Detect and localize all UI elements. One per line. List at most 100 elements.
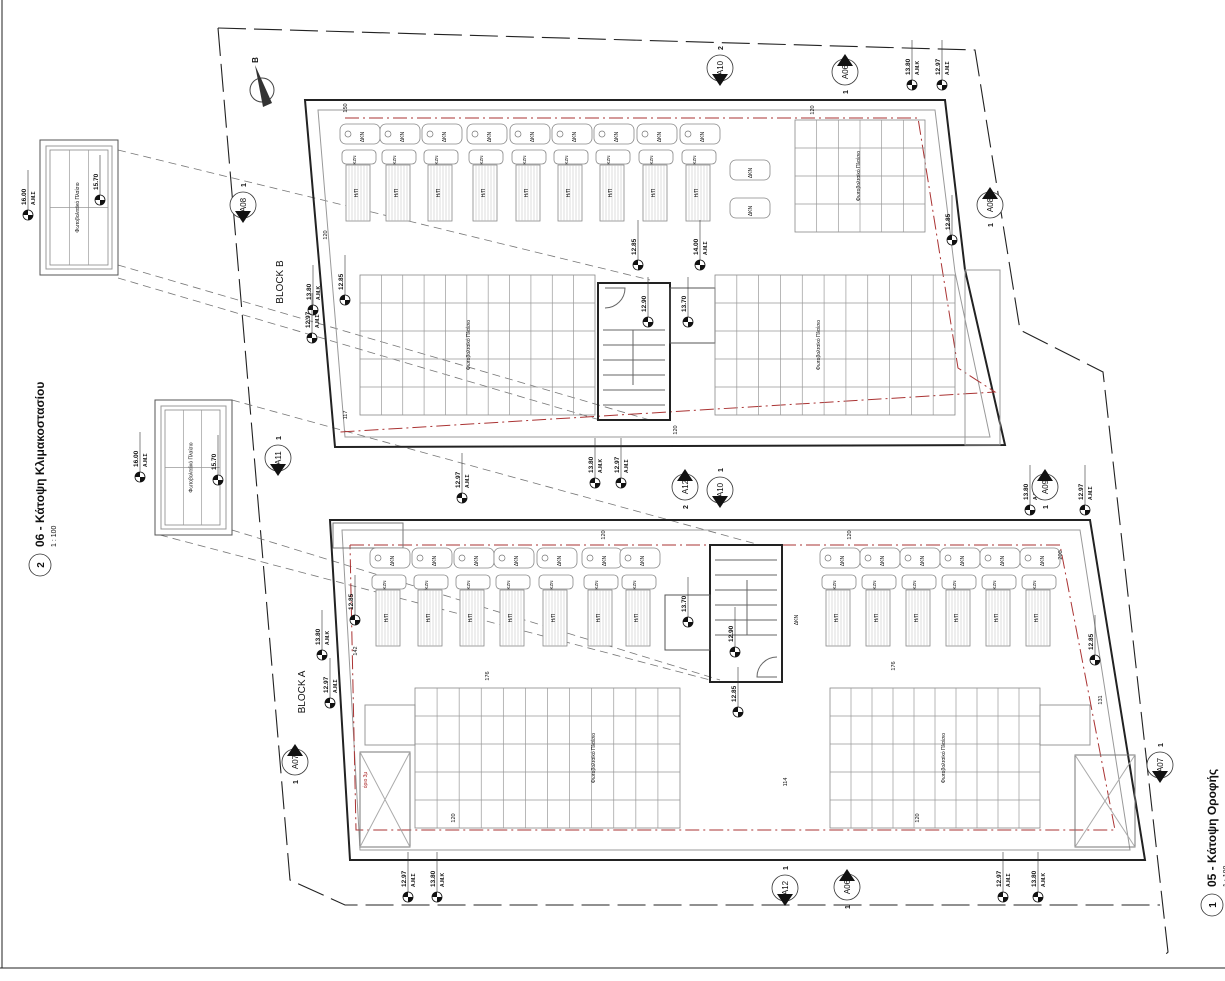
section-number: 2 (718, 46, 725, 50)
boiler-box (455, 574, 491, 590)
staircase-block-a (709, 544, 783, 683)
level-marker: 12.85 (1088, 615, 1101, 666)
tank-label: ΔΚΝ (530, 131, 536, 142)
tank-label: ΔΚΝ (840, 555, 846, 566)
view-number-circle (28, 553, 52, 577)
boiler-box (553, 149, 589, 165)
tank-unit: ΔΚΝ (729, 159, 771, 181)
solar-label: Η/Π (566, 188, 572, 197)
north-arrow-icon (249, 65, 275, 107)
tank-circle (904, 554, 912, 562)
dimension-value: 120 (451, 813, 457, 822)
dimension-value: 200 (1058, 550, 1064, 559)
section-marker[interactable]: A08 1 (229, 183, 257, 223)
level-label: Α.Μ.Σ (1088, 486, 1094, 500)
tank-label: ΔΚΝ (602, 555, 608, 566)
view-title: 06 - Κάτοψη Κλιμακοστασίου (33, 382, 47, 547)
level-value: 13.80 (1031, 870, 1038, 887)
tank-label: ΔΚΝ (557, 555, 563, 566)
level-symbol-fill (213, 475, 223, 485)
level-symbol-fill (683, 617, 693, 627)
level-symbol-fill (733, 707, 743, 717)
level-value: 12.97 (1078, 483, 1085, 500)
tank-circle (498, 554, 506, 562)
tank-label: ΔΚΝ (748, 167, 754, 178)
door-swing (756, 656, 778, 678)
tank-label: ΔΚΝ (400, 131, 406, 142)
block-a-void-left (359, 751, 411, 848)
solar-label: Η/Π (394, 188, 400, 197)
view-number-circle (1200, 893, 1224, 917)
section-ref: A06 (843, 879, 852, 894)
level-value: 12.97 (935, 58, 942, 75)
section-ref: A08 (239, 197, 248, 212)
tank-label: ΔΚΝ (360, 131, 366, 142)
solar-label: Η/Π (384, 613, 390, 622)
section-arrow-icon (839, 869, 855, 881)
boiler-label: ΚΖΝ (1032, 581, 1037, 590)
boiler-box (638, 149, 674, 165)
tank-circle (426, 130, 434, 138)
tank-box (593, 123, 635, 145)
level-symbol-fill (1080, 505, 1090, 515)
level-label: Α.Μ.Κ (325, 630, 331, 645)
section-number: 1 (241, 183, 248, 187)
level-value: 12.97 (305, 311, 312, 328)
block-a-limit-line (349, 544, 1116, 831)
level-symbol-fill (23, 210, 33, 220)
level-symbol-fill (683, 317, 693, 327)
dimension: 150 (343, 103, 349, 112)
level-value: 12.90 (728, 625, 735, 642)
level-value: 12.97 (401, 870, 408, 887)
level-value: 12.85 (348, 593, 355, 610)
level-symbol-fill (998, 892, 1008, 902)
section-number: 2 (683, 505, 690, 509)
boiler-label: ΚΖΝ (912, 581, 917, 590)
tank-circle (374, 554, 382, 562)
boiler-box (1021, 574, 1057, 590)
level-value: 15.70 (93, 173, 100, 190)
section-arrow-icon (677, 469, 693, 481)
boiler-label: ΚΖΝ (382, 581, 387, 590)
tank-label: ΔΚΝ (474, 555, 480, 566)
level-label: Α.Μ.Σ (945, 61, 951, 75)
tank-label: ΔΚΝ (748, 205, 754, 216)
dimension-value: 120 (323, 230, 329, 239)
block-b-parapet (317, 109, 991, 438)
dimension-value: 114 (783, 778, 789, 787)
dimension-value: 120 (810, 105, 816, 114)
level-marker: 15.70 (211, 435, 224, 486)
level-symbol-fill (1090, 655, 1100, 665)
boiler-box (901, 574, 937, 590)
section-ref: A07 (1156, 757, 1165, 772)
level-value: 12.85 (631, 238, 638, 255)
level-symbol-fill (403, 892, 413, 902)
boiler-box (621, 574, 657, 590)
level-label: Α.Μ.Σ (703, 241, 709, 255)
level-symbol-fill (457, 493, 467, 503)
section-arrow-icon (1037, 469, 1053, 481)
block-a-parapet (341, 529, 1131, 851)
